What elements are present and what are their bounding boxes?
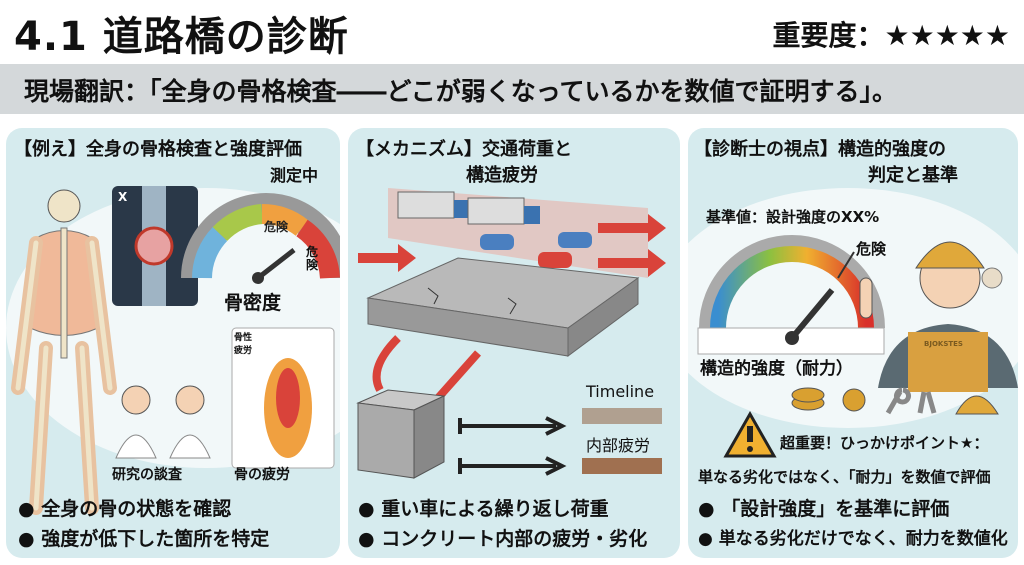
arrow-icon bbox=[598, 214, 666, 242]
subtitle-banner: 現場翻訳：「全身の骨格検査――どこが弱くなっているかを数値で証明する」。 bbox=[0, 64, 1024, 114]
trucks-icon bbox=[397, 191, 540, 225]
bullet-item: ● 単なる劣化だけでなく、耐力を数値化 bbox=[698, 529, 1008, 549]
internal-fatigue-label: 内部疲労 bbox=[586, 436, 651, 455]
bone-density-gauge bbox=[181, 193, 340, 284]
bullet-text: コンクリート内部の疲労・劣化 bbox=[381, 528, 648, 550]
panel-heading: 判定と基準 bbox=[868, 165, 958, 186]
researchers-icon bbox=[115, 385, 211, 459]
concrete-block bbox=[356, 389, 446, 479]
gauge-label: 構造的強度（耐力） bbox=[700, 359, 853, 379]
importance-label: 重要度： bbox=[772, 19, 885, 52]
fatigue-legend-label: 骨性疲労 bbox=[234, 333, 253, 356]
importance-rating: 重要度：★★★★★ bbox=[772, 14, 1010, 54]
panel-analogy: 【例え】全身の骨格検査と強度評価 X 測定中 危険 危険 骨密度 骨性疲労 研究… bbox=[6, 128, 340, 558]
arrow-icon bbox=[458, 416, 567, 436]
arrow-icon bbox=[598, 249, 666, 277]
panel-inspector-view: 【診断士の視点】構造的強度の 判定と基準 基準値：設計強度のXX% 危険 構造的… bbox=[688, 128, 1018, 558]
bullet-item: ● 全身の骨の状態を確認 bbox=[18, 498, 232, 520]
warning-label: 超重要！ひっかけポイント★： bbox=[780, 434, 989, 452]
skeleton-illustration bbox=[6, 186, 340, 515]
arrow-icon bbox=[372, 335, 401, 392]
bullet-item: ● 「設計強度」を基準に評価 bbox=[698, 498, 950, 520]
coins-keys-helmet-icons bbox=[791, 387, 999, 415]
arrow-icon bbox=[435, 350, 481, 401]
xray-label: X bbox=[118, 190, 128, 204]
bullet-text: 単なる劣化だけでなく、耐力を数値化 bbox=[718, 529, 1008, 549]
fatigue-caption: 骨の疲労 bbox=[234, 467, 290, 483]
bullet-text: 重い車による繰り返し荷重 bbox=[381, 498, 609, 520]
timeline-bar bbox=[582, 408, 662, 424]
panel-heading: 構造疲労 bbox=[466, 165, 538, 186]
gauge-danger-label: 危険 bbox=[264, 220, 289, 234]
arrow-icon bbox=[458, 456, 567, 476]
xray-image bbox=[112, 186, 198, 306]
concrete-slab bbox=[366, 257, 640, 357]
page-title: 4.1 道路橋の診断 bbox=[14, 14, 349, 60]
warning-icon bbox=[723, 410, 777, 458]
fatigue-bar bbox=[582, 458, 662, 474]
timeline-label: Timeline bbox=[586, 382, 655, 401]
bullet-item: ● 重い車による繰り返し荷重 bbox=[358, 498, 609, 520]
bullet-item: ● コンクリート内部の疲労・劣化 bbox=[358, 528, 648, 550]
heatmap-figure bbox=[231, 327, 335, 469]
bullet-text: 「設計強度」を基準に評価 bbox=[721, 498, 950, 520]
skeleton-icon bbox=[11, 189, 117, 515]
standard-value-label: 基準値：設計強度のXX% bbox=[706, 208, 880, 226]
panel-heading: 【診断士の視点】構造的強度の bbox=[694, 139, 946, 160]
inspector-character bbox=[859, 241, 1018, 392]
vest-text: BJOKSTES bbox=[924, 340, 963, 348]
bone-density-label: 骨密度 bbox=[224, 292, 282, 314]
star-rating: ★★★★★ bbox=[884, 19, 1010, 52]
arrow-icon bbox=[358, 244, 416, 272]
bridge-illustration bbox=[356, 188, 666, 479]
bullet-text: 強度が低下した箇所を特定 bbox=[41, 528, 270, 550]
measuring-label: 測定中 bbox=[270, 166, 319, 185]
note-text: 単なる劣化ではなく、「耐力」を数値で評価 bbox=[698, 468, 991, 486]
inspector-illustration bbox=[688, 188, 1018, 458]
bullet-item: ● 強度が低下した箇所を特定 bbox=[18, 528, 270, 550]
cars-icon bbox=[480, 232, 592, 268]
gauge-danger-label: 危険 bbox=[306, 245, 319, 272]
bullet-text: 全身の骨の状態を確認 bbox=[41, 498, 232, 520]
bird-icon bbox=[981, 267, 1003, 289]
panel-mechanism: 【メカニズム】交通荷重と 構造疲労 Timeline 内部疲労 ● 重い車による… bbox=[348, 128, 680, 558]
panel-heading: 【例え】全身の骨格検査と強度評価 bbox=[14, 139, 302, 160]
panel-heading: 【メカニズム】交通荷重と bbox=[356, 139, 572, 160]
research-caption: 研究の談査 bbox=[112, 467, 182, 483]
danger-label: 危険 bbox=[856, 240, 887, 258]
